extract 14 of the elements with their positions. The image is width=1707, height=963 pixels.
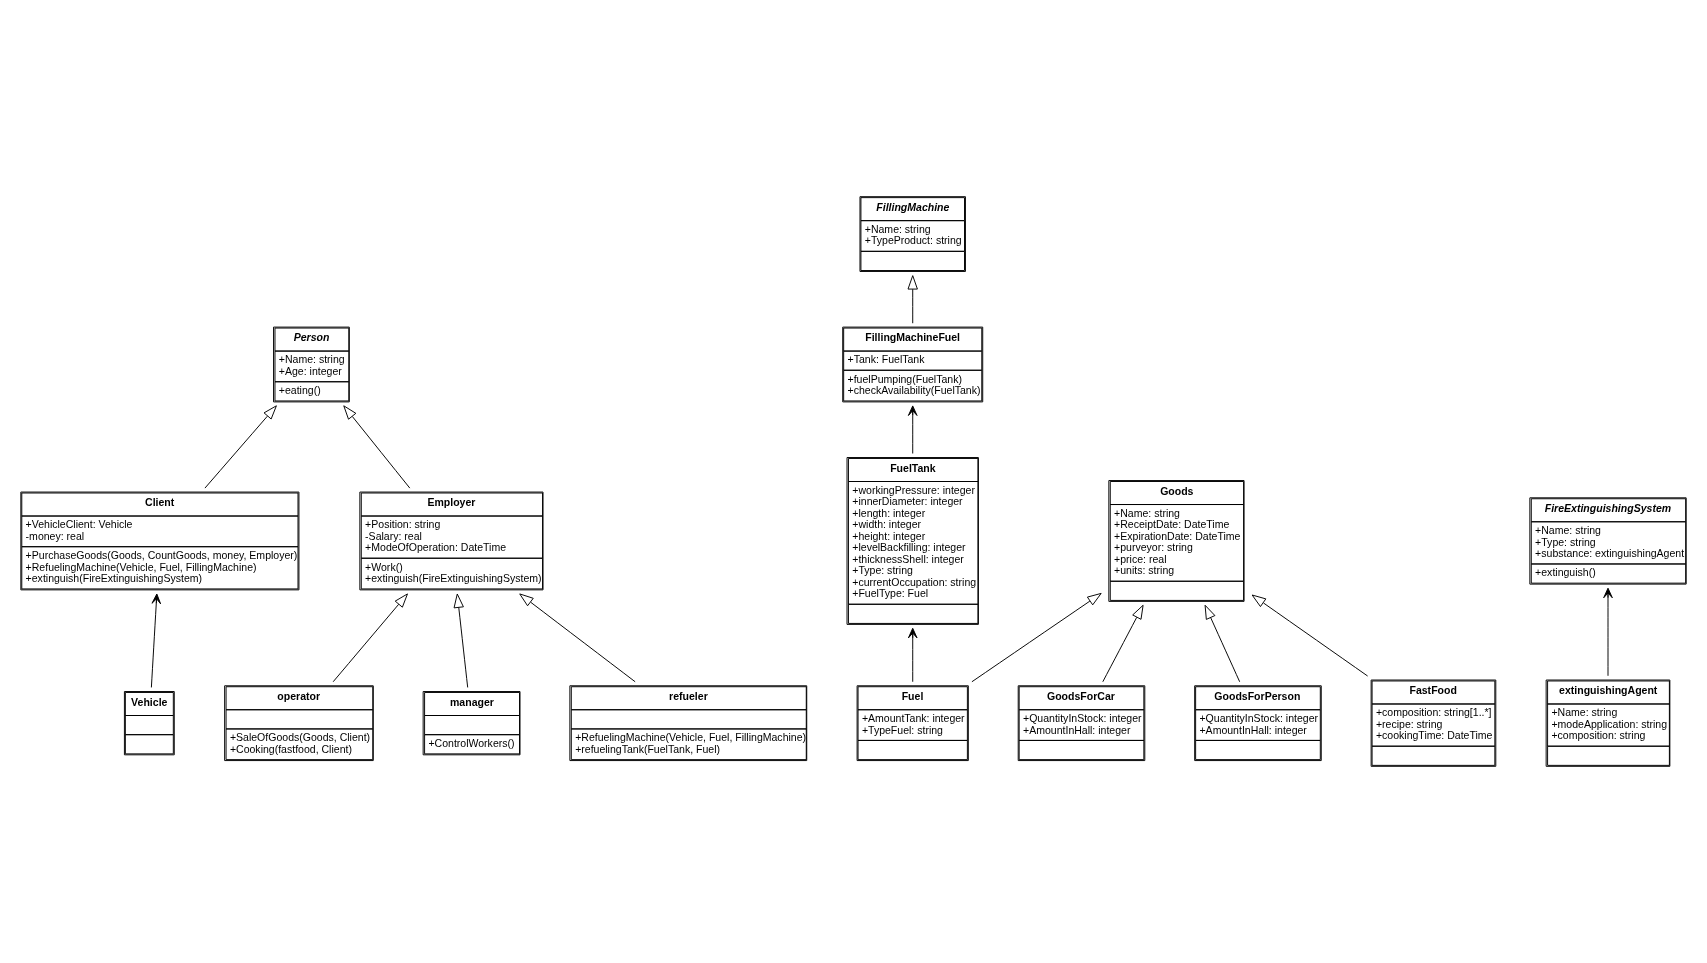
arrow [204,405,277,489]
arrow [971,592,1102,683]
arrow [1102,604,1144,683]
arrow [1251,594,1369,677]
arrow [1603,587,1613,677]
arrow [907,627,918,683]
arrow [1204,604,1241,683]
arrow [907,275,918,324]
arrow [907,405,918,454]
arrow [343,405,411,489]
arrow [519,593,636,683]
arrow [332,593,408,683]
arrow [453,593,469,688]
arrow [150,593,162,688]
